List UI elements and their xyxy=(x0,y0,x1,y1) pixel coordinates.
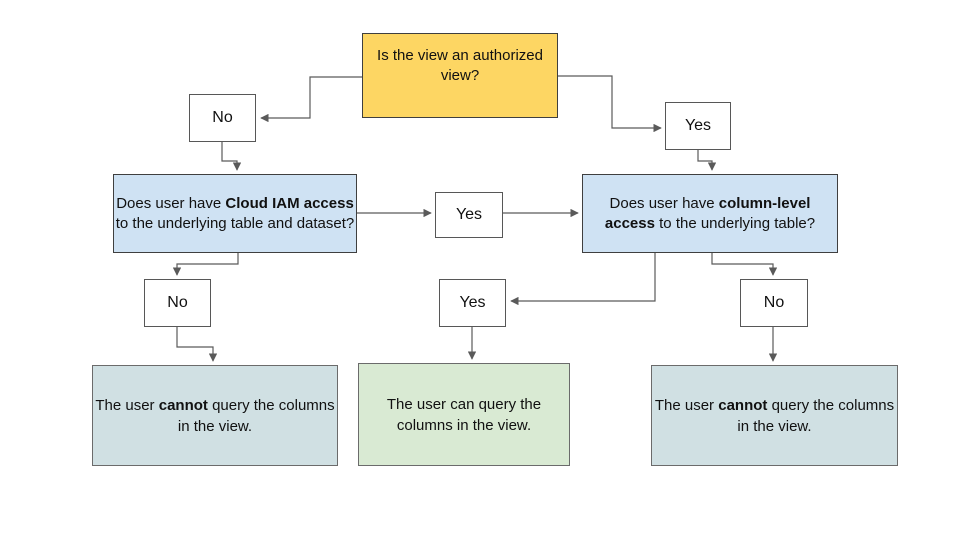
branch-column-yes: Yes xyxy=(439,279,506,327)
branch-iam-no-label: No xyxy=(167,294,188,311)
question-cloud-iam-access: Does user have Cloud IAM access to the u… xyxy=(113,174,357,253)
edge-root-to-yes xyxy=(558,75,662,133)
branch-column-no: No xyxy=(740,279,808,327)
result-cannot-query-left-label: The user cannot query the columns in the… xyxy=(95,396,335,435)
question-cloud-iam-access-label: Does user have Cloud IAM access to the u… xyxy=(115,194,355,232)
branch-root-yes: Yes xyxy=(665,102,731,150)
branch-root-no: No xyxy=(189,94,256,142)
question-column-level-access: Does user have column-level access to th… xyxy=(582,174,838,253)
question-column-level-access-label: Does user have column-level access to th… xyxy=(604,194,816,232)
branch-column-no-label: No xyxy=(763,294,785,311)
branch-column-yes-label: Yes xyxy=(459,294,486,311)
edge-no-to-result-left xyxy=(176,327,218,362)
edge-column-to-yes xyxy=(510,253,656,306)
branch-iam-yes-label: Yes xyxy=(455,206,483,223)
result-can-query: The user can query the columns in the vi… xyxy=(358,363,570,466)
branch-iam-no: No xyxy=(144,279,211,327)
edge-iam-to-no xyxy=(172,253,239,276)
edge-no-to-iam-question xyxy=(221,142,242,171)
result-can-query-label: The user can query the columns in the vi… xyxy=(386,395,542,434)
edge-root-to-no xyxy=(260,76,362,123)
decision-authorized-view-label: Is the view an authorized view? xyxy=(377,47,543,84)
result-cannot-query-right: The user cannot query the columns in the… xyxy=(651,365,898,466)
branch-root-yes-label: Yes xyxy=(684,117,712,134)
decision-authorized-view: Is the view an authorized view? xyxy=(362,33,558,118)
result-cannot-query-left: The user cannot query the columns in the… xyxy=(92,365,338,466)
branch-iam-yes: Yes xyxy=(435,192,503,238)
edge-column-to-no xyxy=(711,253,778,276)
branch-root-no-label: No xyxy=(212,109,233,126)
result-cannot-query-right-label: The user cannot query the columns in the… xyxy=(654,396,895,435)
edge-yes-to-column-question xyxy=(697,150,717,171)
